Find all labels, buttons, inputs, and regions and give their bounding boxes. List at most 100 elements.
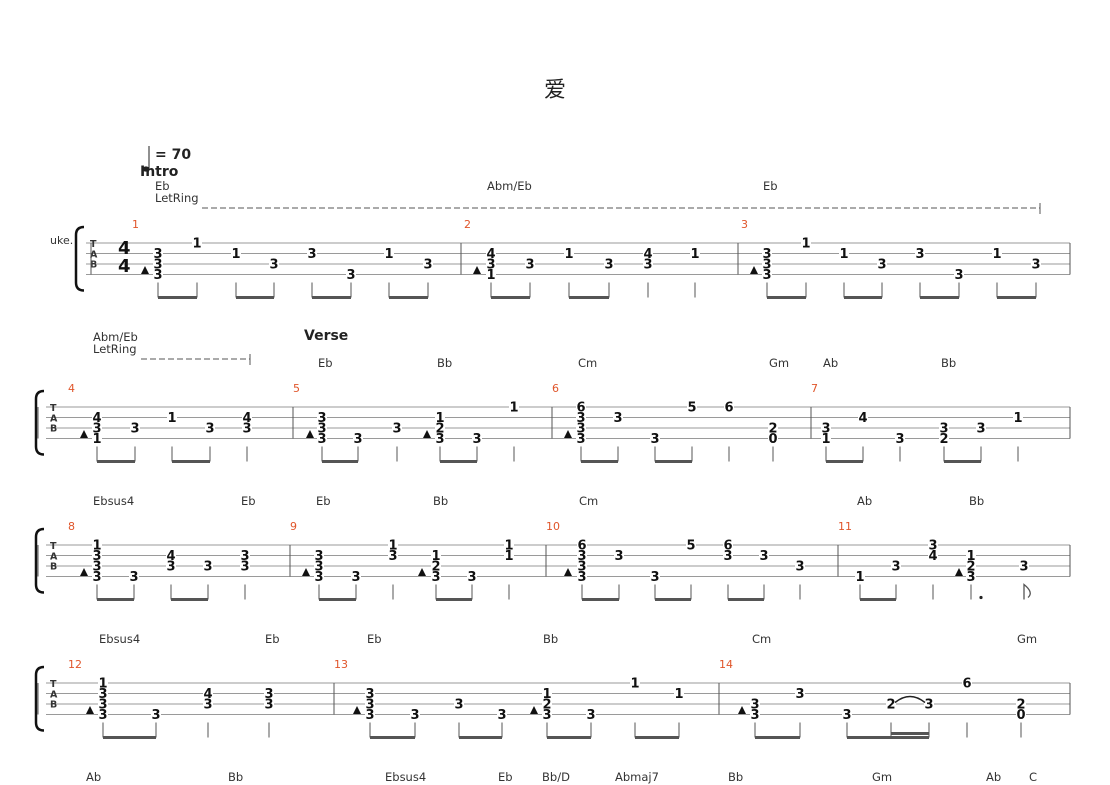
chord-name: Ebsus4 — [99, 632, 140, 646]
fret-number: 3 — [166, 560, 175, 575]
fret-number: 3 — [317, 411, 326, 426]
fret-number: 6 — [723, 539, 732, 554]
accent-icon — [473, 266, 481, 274]
time-signature-top: 4 — [118, 238, 131, 259]
fret-number: 3 — [431, 570, 440, 585]
chord-name: Gm — [872, 770, 892, 784]
fret-number: 3 — [614, 549, 623, 564]
accent-icon — [750, 266, 758, 274]
measure-number: 10 — [546, 520, 560, 533]
fret-number: 2 — [886, 698, 895, 713]
fret-number: 3 — [915, 247, 924, 262]
fret-number: 1 — [504, 539, 513, 554]
chord-name: Cm — [578, 356, 597, 370]
fret-number: 3 — [314, 560, 323, 575]
let-ring-label: LetRing — [155, 191, 199, 205]
accent-icon — [86, 706, 94, 714]
fret-number: 1 — [92, 432, 101, 447]
fret-number: 3 — [576, 432, 585, 447]
fret-number: 3 — [98, 698, 107, 713]
fret-number: 3 — [1031, 258, 1040, 273]
fret-number: 4 — [928, 549, 937, 564]
tie-icon — [894, 695, 926, 704]
fret-number: 1 — [384, 247, 393, 262]
fret-number: 3 — [129, 570, 138, 585]
chord-name: Cm — [579, 494, 598, 508]
chord-name: Ebsus4 — [93, 494, 134, 508]
measure-number: 4 — [68, 382, 75, 395]
fret-number: 3 — [795, 687, 804, 702]
chord-name: Gm — [1017, 632, 1037, 646]
fret-number: 3 — [954, 268, 963, 283]
fret-number: 1 — [690, 247, 699, 262]
chord-name: Eb — [316, 494, 331, 508]
fret-number: 3 — [723, 549, 732, 564]
fret-number: 1 — [674, 687, 683, 702]
accent-icon — [80, 430, 88, 438]
chord-name: Ab — [986, 770, 1001, 784]
fret-number: 3 — [98, 708, 107, 723]
chord-name: Ab — [823, 356, 838, 370]
fret-number: 3 — [410, 708, 419, 723]
fret-number: 3 — [92, 422, 101, 437]
system-brace — [34, 665, 45, 732]
fret-number: 3 — [966, 570, 975, 585]
chord-name: Bb — [437, 356, 452, 370]
fret-number: 3 — [467, 570, 476, 585]
fret-number: 3 — [317, 422, 326, 437]
fret-number: 4 — [166, 549, 175, 564]
fret-number: 3 — [240, 560, 249, 575]
fret-number: 4 — [486, 247, 495, 262]
fret-number: 1 — [167, 411, 176, 426]
tempo-value: = 70 — [155, 147, 191, 163]
tab-clef-letter: B — [50, 424, 57, 435]
fret-number: 3 — [759, 549, 768, 564]
chord-name: Ab — [86, 770, 101, 784]
fret-number: 3 — [314, 570, 323, 585]
chord-name: Cm — [752, 632, 771, 646]
fret-number: 3 — [877, 258, 886, 273]
fret-number: 0 — [768, 432, 777, 447]
section-label: Verse — [304, 328, 348, 344]
system-brace — [34, 389, 45, 456]
accent-icon — [564, 568, 572, 576]
fret-number: 3 — [577, 570, 586, 585]
fret-number: 3 — [314, 549, 323, 564]
fret-number: 3 — [392, 422, 401, 437]
chord-name: Eb — [318, 356, 333, 370]
fret-number: 2 — [542, 698, 551, 713]
fret-number: 3 — [750, 698, 759, 713]
fret-number: 1 — [839, 247, 848, 262]
fret-number: 3 — [423, 258, 432, 273]
fret-number: 1 — [509, 401, 518, 416]
fret-number: 3 — [353, 432, 362, 447]
fret-number: 3 — [762, 247, 771, 262]
accent-icon — [418, 568, 426, 576]
fret-number: 4 — [858, 411, 867, 426]
tab-clef-letter: T — [50, 541, 57, 552]
fret-number: 6 — [577, 539, 586, 554]
fret-number: 3 — [750, 708, 759, 723]
fret-number: 2 — [966, 560, 975, 575]
measure-number: 8 — [68, 520, 75, 533]
fret-number: 3 — [842, 708, 851, 723]
fret-number: 0 — [1016, 708, 1025, 723]
tab-clef-letter: T — [50, 679, 57, 690]
tab-clef-letter: T — [90, 239, 97, 250]
fret-number: 3 — [542, 708, 551, 723]
tab-clef-letter: A — [50, 551, 58, 562]
tempo-marking: = 70 — [142, 146, 191, 172]
measure-number: 13 — [334, 658, 348, 671]
tab-clef-letter: A — [50, 689, 58, 700]
fret-number: 3 — [525, 258, 534, 273]
fret-number: 1 — [98, 677, 107, 692]
tab-clef-letter: T — [50, 403, 57, 414]
fret-number: 2 — [435, 422, 444, 437]
let-ring-label: LetRing — [93, 342, 137, 356]
tab-clef-letter: B — [50, 700, 57, 711]
fret-number: 1 — [92, 539, 101, 554]
